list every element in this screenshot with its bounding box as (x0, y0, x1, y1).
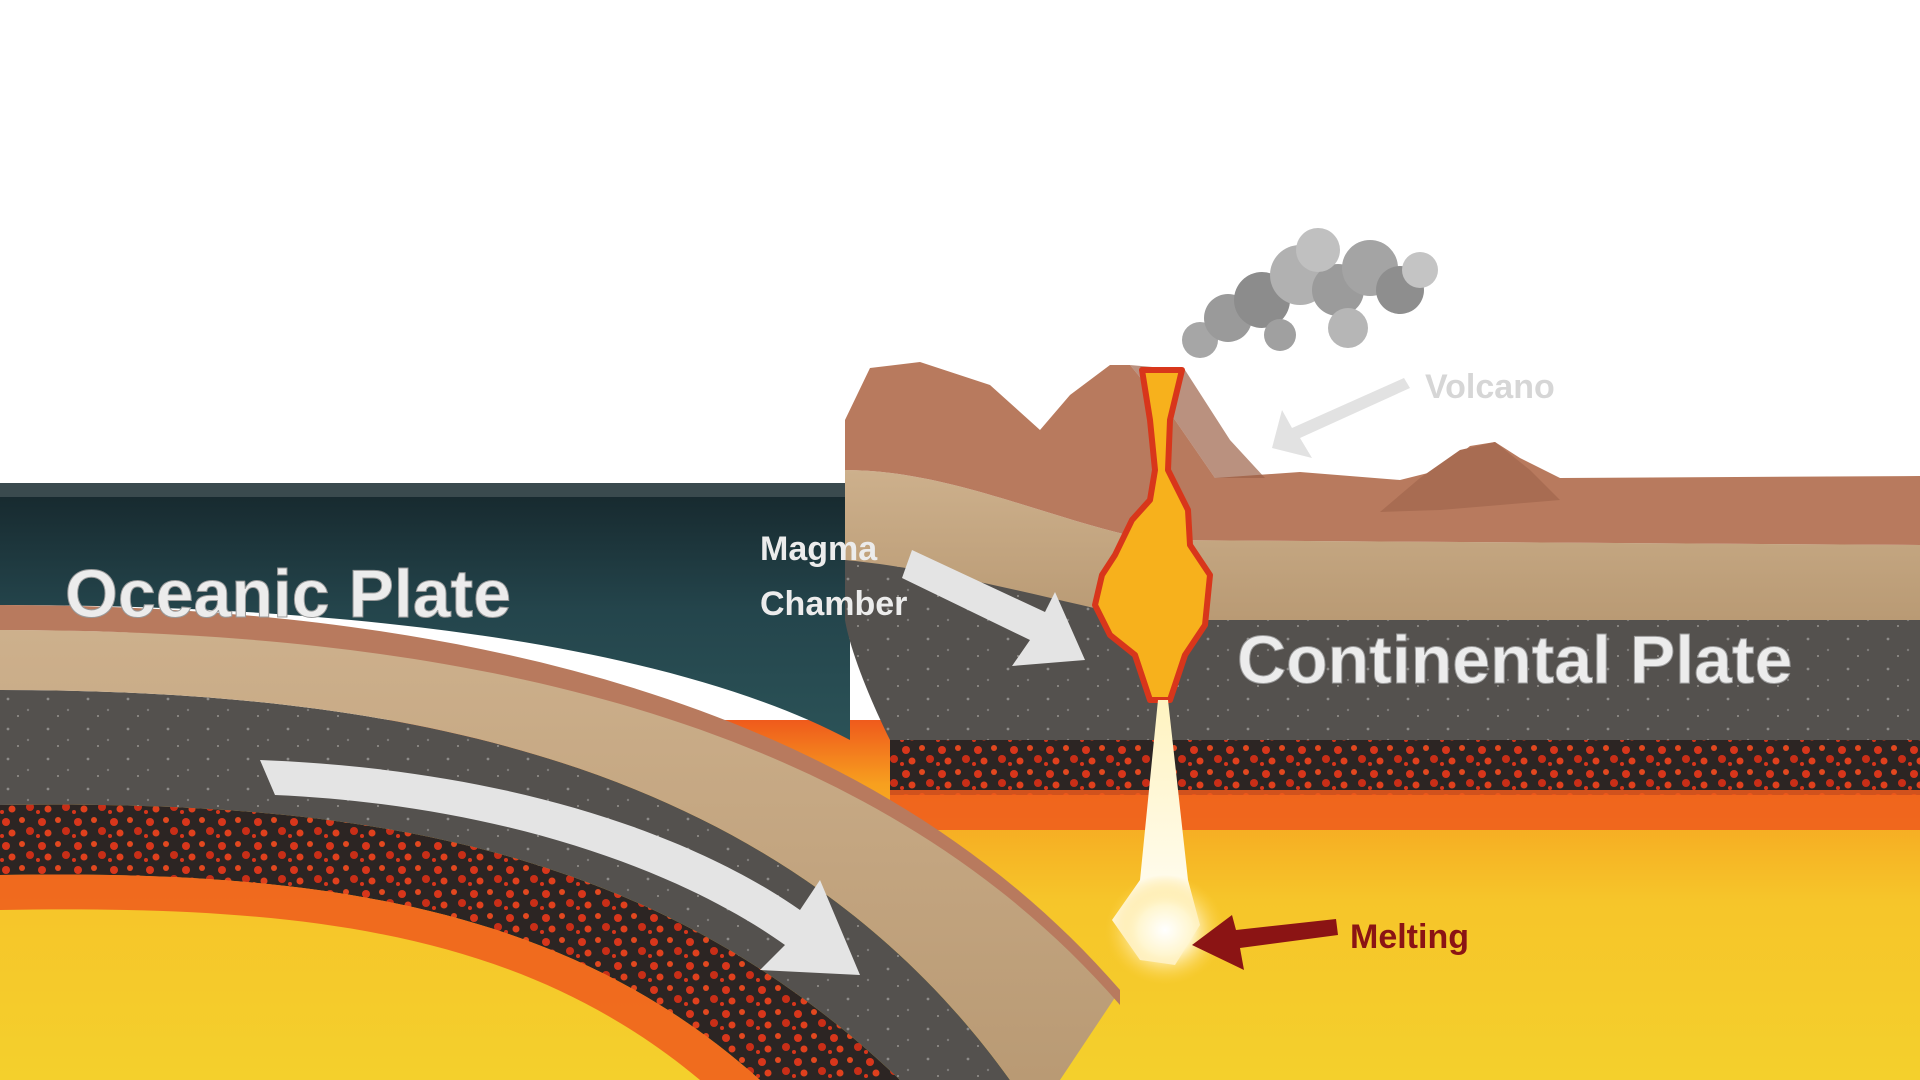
magma-chamber-label-line2: Chamber (760, 585, 907, 623)
oceanic-orange-rim (0, 874, 760, 1080)
continental-plate-label: Continental Plate (1237, 622, 1792, 698)
volcano-smoke (1182, 228, 1438, 358)
oceanic-lava-layer (0, 804, 900, 1080)
magma-chamber-label-line1: Magma (760, 530, 878, 568)
oceanic-lithosphere (0, 690, 1010, 1080)
small-hill (1380, 442, 1560, 512)
melting-glow (1105, 875, 1225, 985)
volcano-arrow (1272, 378, 1410, 458)
continental-glow-band (890, 790, 1920, 830)
continental-lava-layer (890, 735, 1920, 795)
ocean-water (0, 483, 850, 740)
melting-arrow (1192, 915, 1338, 970)
oceanic-plate-label: Oceanic Plate (65, 556, 511, 632)
subduction-arrow (260, 760, 860, 975)
oceanic-sediment-band (0, 630, 1120, 1080)
magma-chamber-arrow (902, 550, 1085, 666)
continental-crust (845, 362, 1920, 545)
ocean-surface (0, 483, 850, 497)
oceanic-crust-top (0, 605, 1120, 1005)
magma-chamber (1092, 367, 1213, 703)
volcano-label: Volcano (1425, 368, 1555, 406)
melting-label: Melting (1350, 918, 1469, 956)
